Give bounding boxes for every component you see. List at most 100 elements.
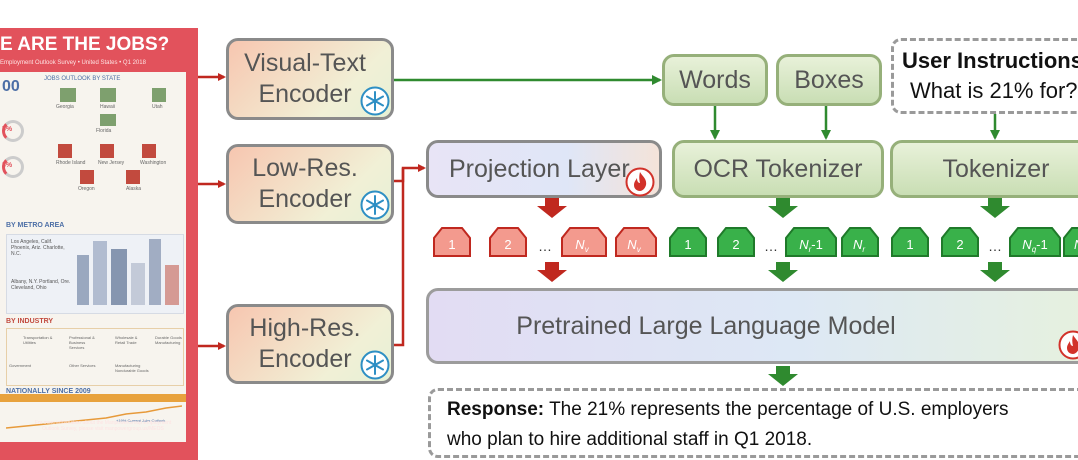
token-visual-nv: Nv	[615, 227, 657, 257]
ocr-tokenizer-box: OCR Tokenizer	[672, 140, 884, 198]
token-subscript: r	[862, 245, 865, 254]
industry-label: Professional & Business Services	[69, 335, 95, 350]
svg-text:Nr: Nr	[853, 237, 865, 254]
block-arrow-ocr-tokens-to-llm	[768, 262, 798, 282]
poster-title: E ARE THE JOBS?	[0, 34, 170, 55]
token-text-1: 1	[891, 227, 929, 257]
token-label: 1	[448, 237, 455, 252]
encoder-label-line2: Encoder	[258, 185, 352, 213]
boxes-label: Boxes	[794, 65, 864, 94]
visual-text-encoder: Visual-Text Encoder	[226, 38, 394, 120]
encoder-label-line2: Encoder	[258, 80, 352, 108]
infographic-poster: E ARE THE JOBS? Employment Outlook Surve…	[0, 28, 198, 460]
poster-panel: 00 5% 3% JOBS OUTLOOK BY STATE Georgia H…	[0, 72, 186, 442]
metro-skyline: Los Angeles, Calif. Phoenix, Ariz. Charl…	[6, 234, 184, 314]
poster-subtitle: Employment Outlook Survey • United State…	[0, 60, 146, 66]
token-subscript: q	[1032, 245, 1037, 254]
snowflake-icon	[360, 350, 390, 380]
token-ellipsis: …	[988, 238, 1002, 254]
flame-icon	[625, 167, 655, 197]
token-label-suffix: -1	[811, 237, 823, 252]
snowflake-icon	[360, 190, 390, 220]
token-text-nq-minus-1: Nq-1	[1009, 227, 1061, 257]
token-visual-nv-minus: Nv	[561, 227, 607, 257]
block-arrow-tokenizer-to-tokens	[980, 198, 1010, 218]
block-arrow-visual-tokens-to-llm	[537, 262, 567, 282]
high-res-encoder: High-Res. Encoder	[226, 304, 394, 384]
state-label: Florida	[96, 128, 112, 134]
token-ocr-nr-minus-1: Nr-1	[785, 227, 837, 257]
token-visual-2: 2	[489, 227, 527, 257]
industry-section-title: BY INDUSTRY	[6, 318, 54, 325]
block-arrow-text-tokens-to-llm	[980, 262, 1010, 282]
user-instructions-label: User Instructions	[902, 48, 1078, 73]
token-label: N	[799, 237, 809, 252]
snowflake-icon	[360, 86, 390, 116]
token-label: N	[627, 237, 637, 252]
token-ocr-1: 1	[669, 227, 707, 257]
svg-text:Nr-1: Nr-1	[799, 237, 823, 254]
token-subscript: r	[809, 245, 812, 254]
block-arrow-llm-to-response	[768, 366, 798, 386]
token-label: N	[1022, 237, 1032, 252]
token-ocr-nr: Nr	[841, 227, 879, 257]
token-ellipsis: …	[538, 238, 552, 254]
token-label: 2	[732, 237, 739, 252]
llm-label: Pretrained Large Language Model	[516, 311, 896, 340]
llm-box: Pretrained Large Language Model	[426, 288, 1078, 364]
state-label: Rhode Island	[56, 160, 86, 166]
svg-text:Nq-1: Nq-1	[1022, 237, 1047, 254]
tokenizer-label: Tokenizer	[942, 154, 1050, 183]
poster-percent-a: 5%	[2, 126, 13, 133]
poster-big-number: 00	[2, 78, 20, 95]
state-section-title: JOBS OUTLOOK BY STATE	[44, 76, 121, 82]
block-arrow-ocr-to-tokens	[768, 198, 798, 218]
state-label: Oregon	[78, 186, 95, 192]
industry-label: Transportation & Utilities	[23, 335, 53, 345]
token-text-nq: N	[1063, 227, 1078, 257]
user-instructions-box: User Instructions What is 21% for?	[891, 38, 1078, 114]
state-label: Utah	[152, 104, 163, 110]
state-map-grid: Georgia Hawaii Utah Florida Rhode Island…	[56, 84, 180, 202]
encoder-label-line1: Visual-Text	[244, 48, 366, 77]
state-label: Georgia	[56, 104, 74, 110]
token-ellipsis: …	[764, 238, 778, 254]
boxes-box: Boxes	[776, 54, 882, 106]
token-subscript: v	[637, 245, 642, 254]
token-label: N	[575, 237, 585, 252]
industry-label: Government	[9, 363, 32, 368]
industry-label: Durable Goods Manufacturing	[155, 335, 182, 345]
industry-label: Other Services	[69, 363, 96, 368]
response-line-1: Response: The 21% represents the percent…	[447, 399, 1009, 421]
response-text-1: The 21% represents the percentage of U.S…	[549, 399, 1009, 420]
token-visual-1: 1	[433, 227, 471, 257]
words-box: Words	[662, 54, 768, 106]
projection-layer-label: Projection Layer	[449, 154, 630, 183]
percent-ring-a	[2, 120, 24, 142]
token-label: N	[853, 237, 863, 252]
token-text-2: 2	[941, 227, 979, 257]
state-label: Alaska	[126, 186, 142, 192]
arrow-high-res-to-projection	[394, 168, 405, 347]
percent-ring-b	[2, 156, 24, 178]
arrow-low-res-to-projection	[394, 164, 426, 183]
encoder-label-line1: High-Res.	[249, 313, 361, 342]
token-label-suffix: -1	[1036, 237, 1048, 252]
user-instructions-question: What is 21% for?	[910, 78, 1078, 103]
tokenizer-box: Tokenizer	[890, 140, 1078, 198]
metro-list-a: Los Angeles, Calif. Phoenix, Ariz. Charl…	[11, 239, 65, 257]
ocr-tokenizer-label: OCR Tokenizer	[693, 154, 863, 183]
token-label: 2	[504, 237, 511, 252]
state-label: Hawaii	[100, 104, 116, 110]
national-note: +19% Current Jobs Outlook	[116, 418, 166, 423]
metro-list-b: Albany, N.Y. Portland, Ore. Cleveland, O…	[11, 279, 71, 291]
trend-line	[5, 405, 183, 429]
industry-label: Manufacturing Nondurable Goods	[115, 363, 149, 373]
national-section-title: NATIONALLY SINCE 2009	[6, 388, 91, 395]
metro-section-title: BY METRO AREA	[6, 222, 65, 229]
industry-label: Wholesale & Retail Trade	[115, 335, 138, 345]
response-text-2: who plan to hire additional staff in Q1 …	[447, 429, 813, 450]
token-ocr-2: 2	[717, 227, 755, 257]
